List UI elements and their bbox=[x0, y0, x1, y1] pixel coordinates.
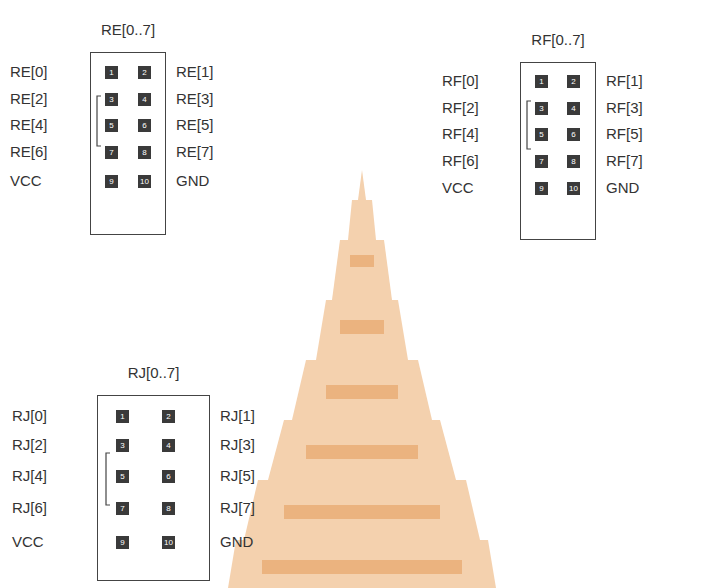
signal-name: RJ[0] bbox=[12, 407, 47, 425]
pin-pad: 9 bbox=[105, 175, 118, 188]
pin-pad: 5 bbox=[116, 470, 129, 483]
pin-pad: 5 bbox=[105, 119, 118, 132]
signal-name: RF[7] bbox=[606, 152, 643, 170]
pin-number: 2 bbox=[166, 412, 170, 421]
signal-name: RF[3] bbox=[606, 99, 643, 117]
pin-number: 3 bbox=[539, 104, 543, 113]
connector-name: RE[0..7] bbox=[51, 21, 205, 38]
pin-pad: 6 bbox=[567, 128, 580, 141]
pin-pad: 2 bbox=[138, 66, 151, 79]
pagoda-watermark bbox=[228, 170, 496, 588]
signal-name: RE[5] bbox=[176, 116, 214, 134]
pin-pad: 3 bbox=[535, 102, 548, 115]
pin-number: 9 bbox=[120, 538, 124, 547]
signal-name: RE[1] bbox=[176, 63, 214, 81]
pin-pad: 2 bbox=[162, 410, 175, 423]
signal-name: RE[2] bbox=[10, 90, 48, 108]
connector-header: RJ[0..7]12345678910 bbox=[97, 395, 210, 581]
pin-number: 8 bbox=[571, 157, 575, 166]
pin-number: 10 bbox=[569, 184, 578, 193]
pin-number: 1 bbox=[539, 77, 543, 86]
pin-pad: 3 bbox=[105, 93, 118, 106]
pin-number: 5 bbox=[109, 121, 113, 130]
pin-number: 4 bbox=[166, 441, 170, 450]
signal-name: RF[5] bbox=[606, 125, 643, 143]
pin-pad: 3 bbox=[116, 439, 129, 452]
pin-number: 9 bbox=[539, 184, 543, 193]
pin-pad: 1 bbox=[535, 75, 548, 88]
pin-pad: 9 bbox=[535, 182, 548, 195]
signal-name: RE[6] bbox=[10, 143, 48, 161]
connector-header: RE[0..7]12345678910 bbox=[90, 52, 166, 235]
pin-number: 10 bbox=[140, 177, 149, 186]
signal-name: RF[6] bbox=[442, 152, 479, 170]
pin-number: 8 bbox=[166, 504, 170, 513]
connector-header: RF[0..7]12345678910 bbox=[520, 62, 596, 240]
pin-pad: 9 bbox=[116, 536, 129, 549]
pin-number: 4 bbox=[571, 104, 575, 113]
signal-name: RJ[4] bbox=[12, 467, 47, 485]
pin-number: 3 bbox=[109, 95, 113, 104]
signal-name: VCC bbox=[12, 533, 44, 551]
pin-pad: 6 bbox=[162, 470, 175, 483]
pin-number: 5 bbox=[120, 472, 124, 481]
pin-number: 7 bbox=[120, 504, 124, 513]
pin-pad: 8 bbox=[567, 155, 580, 168]
pin-number: 1 bbox=[120, 412, 124, 421]
pin-number: 10 bbox=[164, 538, 173, 547]
pin-number: 2 bbox=[571, 77, 575, 86]
pin-pad: 2 bbox=[567, 75, 580, 88]
pin-number: 6 bbox=[142, 121, 146, 130]
signal-name: RJ[1] bbox=[220, 407, 255, 425]
pin-pad: 8 bbox=[138, 146, 151, 159]
pin-number: 5 bbox=[539, 130, 543, 139]
signal-name: RJ[7] bbox=[220, 499, 255, 517]
pin-number: 4 bbox=[142, 95, 146, 104]
signal-name: RF[0] bbox=[442, 72, 479, 90]
signal-name: RE[0] bbox=[10, 63, 48, 81]
signal-name: RJ[3] bbox=[220, 436, 255, 454]
signal-name: RE[3] bbox=[176, 90, 214, 108]
pin-pad: 7 bbox=[535, 155, 548, 168]
signal-name: GND bbox=[220, 533, 253, 551]
signal-name: GND bbox=[176, 172, 209, 190]
pin-pad: 6 bbox=[138, 119, 151, 132]
pin-pad: 10 bbox=[162, 536, 175, 549]
pin-pad: 8 bbox=[162, 502, 175, 515]
pin-number: 6 bbox=[166, 472, 170, 481]
pin-pad: 10 bbox=[138, 175, 151, 188]
pin-number: 8 bbox=[142, 148, 146, 157]
pin-pad: 1 bbox=[116, 410, 129, 423]
signal-name: GND bbox=[606, 179, 639, 197]
pin-pad: 4 bbox=[162, 439, 175, 452]
signal-name: RE[7] bbox=[176, 143, 214, 161]
pin-pad: 1 bbox=[105, 66, 118, 79]
signal-name: RJ[6] bbox=[12, 499, 47, 517]
signal-name: VCC bbox=[10, 172, 42, 190]
pin-pad: 10 bbox=[567, 182, 580, 195]
signal-name: VCC bbox=[442, 179, 474, 197]
signal-name: RF[4] bbox=[442, 125, 479, 143]
signal-name: RE[4] bbox=[10, 116, 48, 134]
pin-number: 1 bbox=[109, 68, 113, 77]
signal-name: RJ[2] bbox=[12, 436, 47, 454]
pin-number: 3 bbox=[120, 441, 124, 450]
connector-name: RF[0..7] bbox=[481, 31, 635, 48]
pin-number: 2 bbox=[142, 68, 146, 77]
signal-name: RF[1] bbox=[606, 72, 643, 90]
signal-name: RJ[5] bbox=[220, 467, 255, 485]
key-notch bbox=[97, 96, 531, 505]
pin-pad: 4 bbox=[138, 93, 151, 106]
pin-pad: 4 bbox=[567, 102, 580, 115]
pin-number: 6 bbox=[571, 130, 575, 139]
connector-name: RJ[0..7] bbox=[58, 364, 249, 381]
pin-pad: 7 bbox=[105, 146, 118, 159]
pin-pad: 5 bbox=[535, 128, 548, 141]
signal-name: RF[2] bbox=[442, 99, 479, 117]
pin-pad: 7 bbox=[116, 502, 129, 515]
pin-number: 7 bbox=[109, 148, 113, 157]
pin-number: 9 bbox=[109, 177, 113, 186]
pin-number: 7 bbox=[539, 157, 543, 166]
